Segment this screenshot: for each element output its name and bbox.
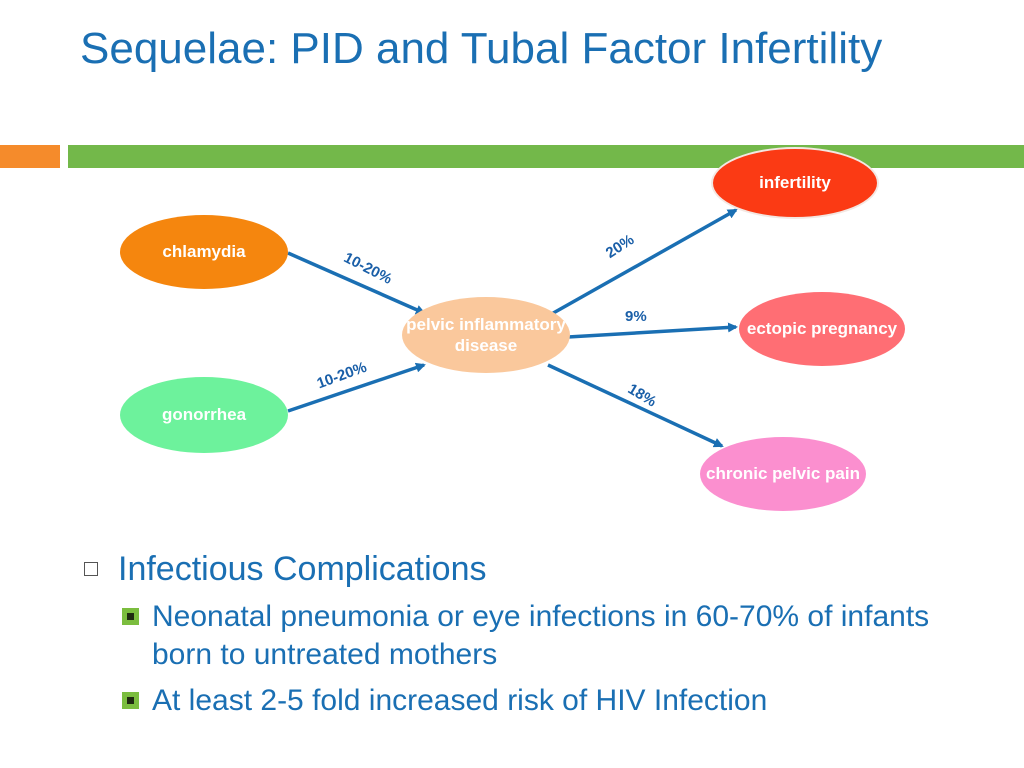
bullet-heading-text: Infectious Complications (118, 550, 487, 588)
sub-bullet-text: At least 2-5 fold increased risk of HIV … (152, 684, 768, 717)
arrow-gonorrhea-pid (287, 362, 426, 413)
filled-square-bullet-icon (122, 608, 139, 625)
node-gonorrhea: gonorrhea (120, 377, 288, 453)
bullet-list: Infectious Complications Neonatal pneumo… (84, 548, 984, 720)
sub-bullet-item: Neonatal pneumonia or eye infections in … (84, 598, 984, 674)
arrow-chlamydia-pid (287, 251, 426, 315)
edge-label-pid-ectopic: 9% (625, 308, 647, 325)
arrow-pid-infertility (547, 208, 738, 318)
node-chronic-pelvic-pain: chronic pelvic pain (700, 437, 866, 511)
sub-bullet-text: Neonatal pneumonia or eye infections in … (152, 600, 930, 671)
node-pelvic-inflammatory-disease: pelvic inflammatory disease (402, 297, 570, 373)
node-ectopic-pregnancy: ectopic pregnancy (739, 292, 905, 366)
accent-bar-orange (0, 145, 60, 168)
slide-title: Sequelae: PID and Tubal Factor Infertili… (80, 24, 883, 73)
arrow-pid-chronic (547, 363, 724, 448)
arrow-pid-ectopic (567, 322, 738, 339)
node-infertility: infertility (711, 147, 879, 219)
filled-square-bullet-icon (122, 692, 139, 709)
bullet-heading: Infectious Complications (84, 548, 984, 590)
node-chlamydia: chlamydia (120, 215, 288, 289)
hollow-square-bullet-icon (84, 562, 98, 576)
sub-bullet-item: At least 2-5 fold increased risk of HIV … (84, 682, 984, 720)
